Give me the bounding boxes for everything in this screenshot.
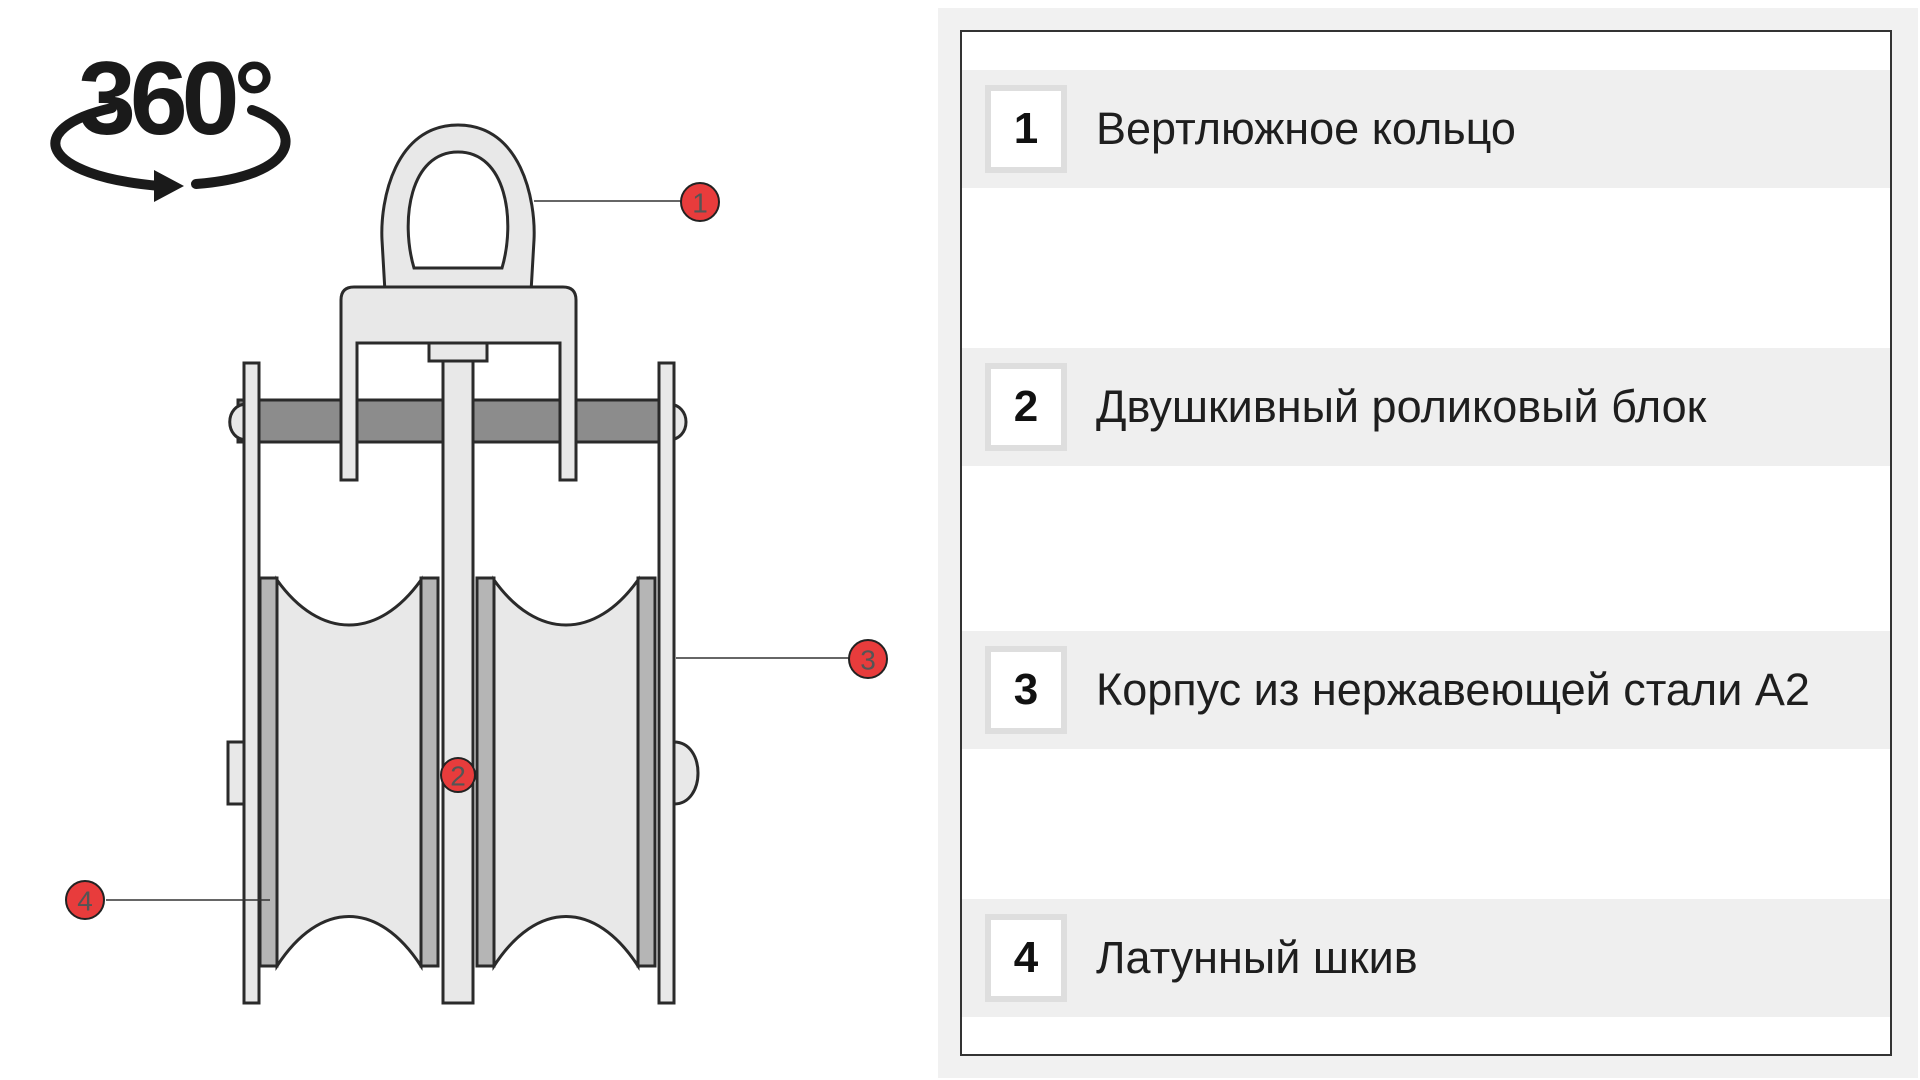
callout-1: 1: [680, 182, 720, 222]
legend-label: Вертлюжное кольцо: [1096, 103, 1516, 154]
yoke-hub: [427, 341, 489, 363]
legend-box: [960, 30, 1892, 1056]
pulley-block-diagram: 360°: [50, 41, 888, 1005]
sheave-left: [258, 575, 440, 972]
callout-4-number: 4: [77, 886, 93, 917]
swivel-ring: [380, 123, 536, 294]
legend-item-swivel-ring: 1 Вертлюжное кольцо: [962, 70, 1890, 188]
logo-text: 360°: [78, 41, 272, 157]
legend-number: 1: [985, 85, 1067, 173]
callout-3-number: 3: [860, 645, 876, 676]
callout-1-number: 1: [692, 188, 708, 219]
legend-item-brass-sheave: 4 Латунный шкив: [962, 899, 1890, 1017]
legend-label: Корпус из нержавеющей стали А2: [1096, 664, 1810, 715]
callout-2-number: 2: [450, 761, 466, 792]
center-plate: [441, 359, 475, 1005]
legend-label: Двушкивный роликовый блок: [1096, 381, 1707, 432]
legend-item-stainless-housing: 3 Корпус из нержавеющей стали А2: [962, 631, 1890, 749]
legend-number: 4: [985, 914, 1067, 1002]
legend-label: Латунный шкив: [1096, 932, 1418, 983]
callout-3: 3: [848, 639, 888, 679]
legend-number: 2: [985, 363, 1067, 451]
rotate-360-icon: 360°: [50, 41, 291, 202]
sheave-right: [475, 575, 657, 972]
leader-lines: [106, 200, 850, 901]
legend-item-double-pulley-block: 2 Двушкивный роликовый блок: [962, 348, 1890, 466]
callout-2: 2: [440, 757, 476, 793]
callout-4: 4: [65, 880, 105, 920]
yoke-bracket: [339, 285, 578, 482]
legend-number: 3: [985, 646, 1067, 734]
